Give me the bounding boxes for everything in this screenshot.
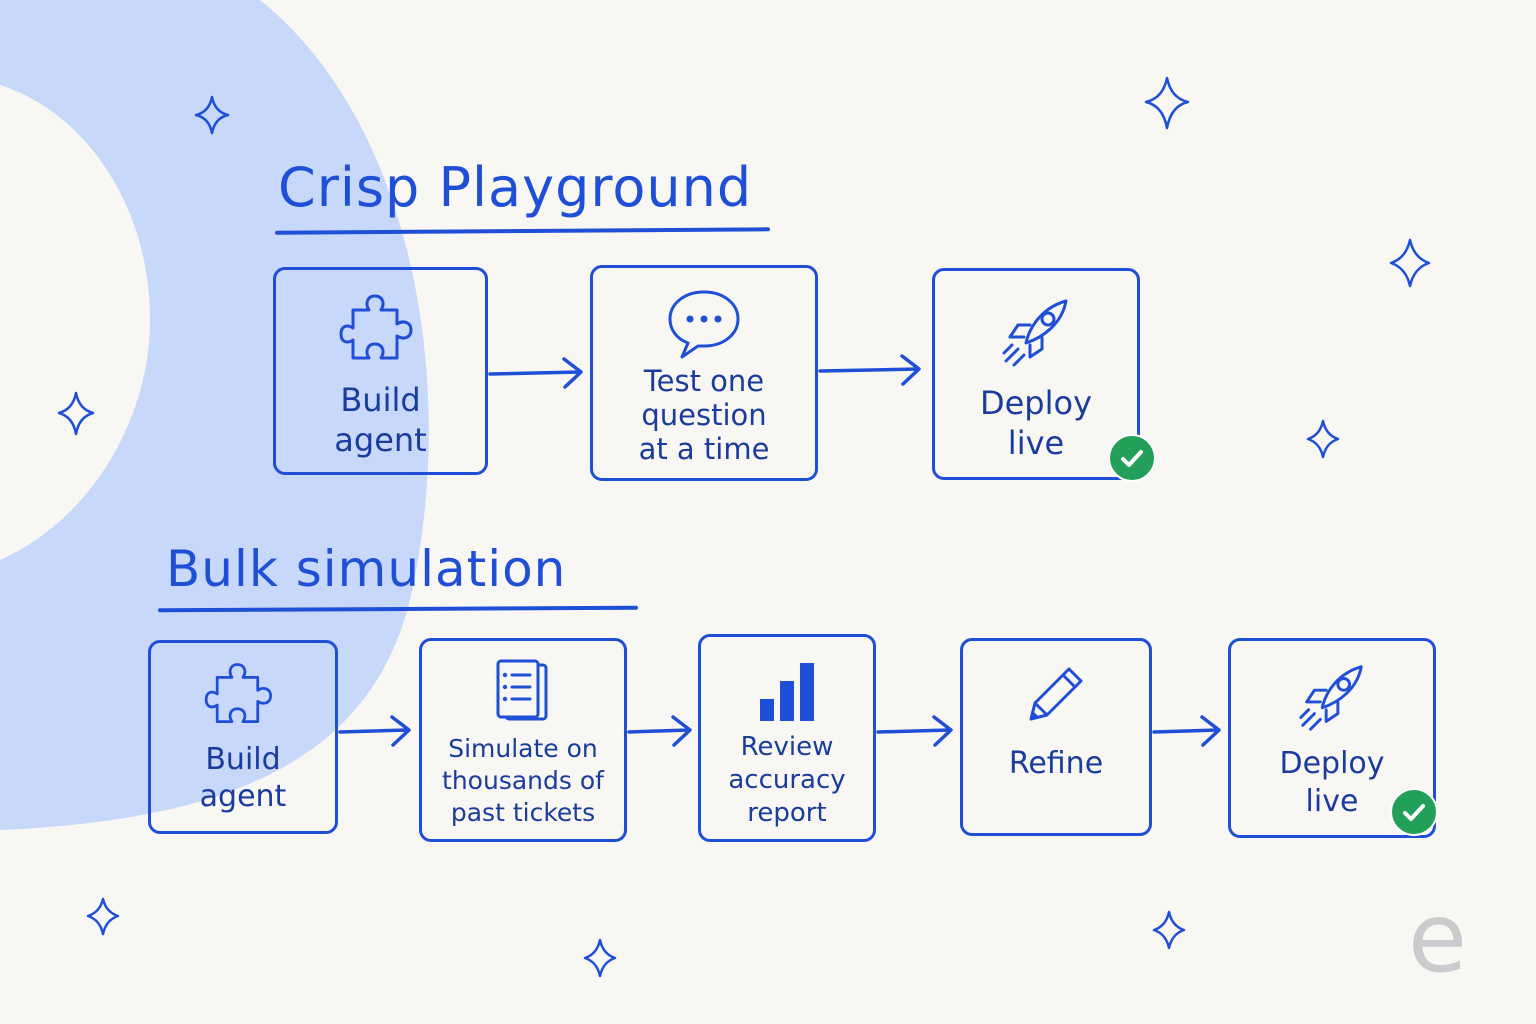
- flow-title-crisp-playground: Crisp Playground: [278, 156, 753, 219]
- arrow-right-icon: [1152, 715, 1221, 747]
- puzzle-icon: [204, 663, 273, 724]
- step-label: Build agent: [199, 742, 287, 814]
- flow-title-bulk-simulation: Bulk simulation: [166, 540, 567, 598]
- step-deploy-live: Deploy live: [932, 268, 1140, 480]
- step-deploy-live: Deploy live: [1228, 638, 1436, 838]
- step-review-accuracy-report: Review accuracy report: [698, 634, 876, 842]
- sparkle-icon: [1389, 238, 1431, 288]
- sparkle-icon: [194, 95, 230, 135]
- check-icon: [1108, 434, 1156, 482]
- pencil-icon: [1029, 667, 1083, 721]
- document-list-icon: [496, 659, 548, 721]
- watermark-logo: e: [1408, 882, 1468, 994]
- sparkle-icon: [1152, 910, 1186, 950]
- puzzle-icon: [339, 294, 412, 360]
- step-label: Simulate on thousands of past tickets: [442, 734, 604, 827]
- sparkle-icon: [1306, 419, 1340, 459]
- bar-chart-icon: [760, 663, 814, 721]
- check-icon: [1390, 788, 1438, 836]
- arrow-right-icon: [876, 715, 953, 747]
- arrow-right-icon: [338, 715, 411, 747]
- step-refine: Refine: [960, 638, 1152, 836]
- step-build-agent: Build agent: [273, 267, 488, 475]
- step-simulate-past-tickets: Simulate on thousands of past tickets: [419, 638, 627, 842]
- sparkle-icon: [57, 391, 95, 436]
- chat-bubble-icon: [668, 290, 740, 359]
- step-build-agent: Build agent: [148, 640, 338, 834]
- sparkle-icon: [86, 897, 120, 936]
- background-blob: [0, 0, 429, 830]
- arrow-right-icon: [488, 357, 583, 389]
- step-label: Review accuracy report: [728, 732, 846, 828]
- step-test-one-question: Test one question at a time: [590, 265, 818, 481]
- arrow-right-icon: [627, 715, 692, 747]
- step-label: Deploy live: [1279, 746, 1385, 819]
- step-label: Test one question at a time: [638, 364, 770, 466]
- sparkle-icon: [1144, 76, 1190, 130]
- rocket-icon: [1299, 665, 1363, 731]
- arrow-right-icon: [818, 354, 921, 386]
- sparkle-icon: [583, 938, 617, 978]
- rocket-icon: [1002, 299, 1068, 367]
- step-label: Refine: [1008, 746, 1104, 781]
- step-label: Build agent: [334, 381, 427, 459]
- step-label: Deploy live: [979, 384, 1093, 462]
